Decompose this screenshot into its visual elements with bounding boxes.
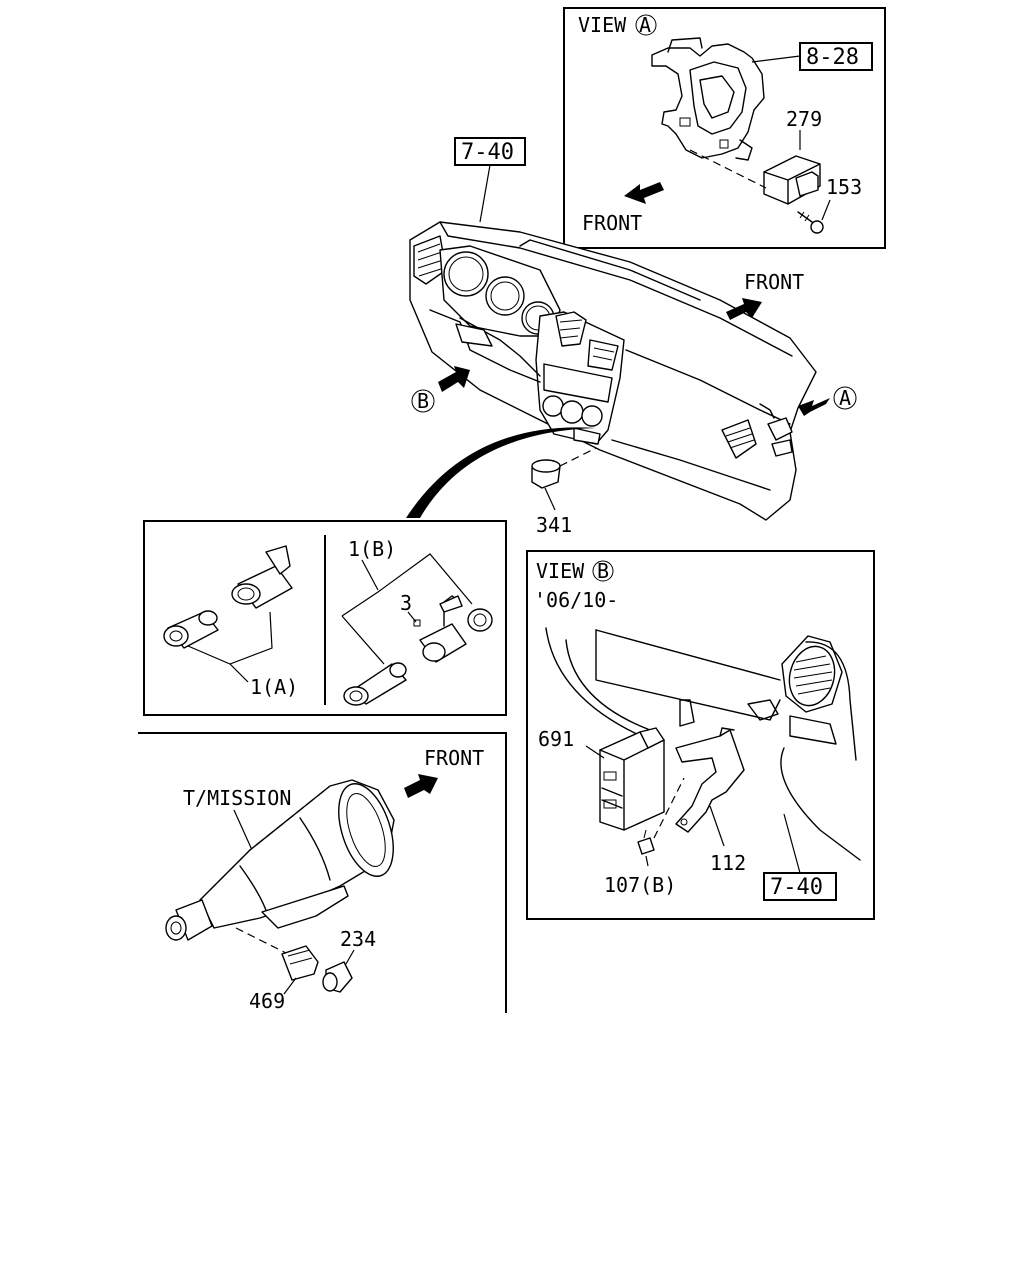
view-a-bracket [651,37,765,161]
part-691-module [599,727,665,831]
transmission-frame [138,732,507,1013]
transmission-front-arrow [404,774,438,798]
view-b-part-691: 691 [538,727,574,751]
transmission-panel: FRONT T/MISSION 469 234 [138,732,507,1013]
view-a-part-279: 279 [786,107,822,131]
lighter-1b-assembly [343,595,493,706]
main-marker-a-circle [833,386,857,410]
transmission-part-469: 469 [249,989,285,1013]
lighter-part-3: 3 [400,591,412,615]
transmission-label: T/MISSION [183,786,291,810]
lighter-1a-assembly [163,545,293,649]
view-b-part-112: 112 [710,851,746,875]
view-b-direction-arrow [438,366,470,392]
transmission-housing [165,779,395,959]
socket-341 [531,459,561,489]
part-469-bracket [281,945,319,981]
screw-153 [797,211,824,234]
view-b-marker-circle [592,560,614,582]
view-b-part-107b: 107(B) [604,873,676,897]
lighter-frame [143,520,507,716]
dashboard-main: 7-40 [406,137,857,537]
view-a-direction-arrow [798,398,830,416]
dashboard-ref: 7-40 [461,140,514,165]
callout-curve [406,427,596,518]
main-marker-b: B [417,389,429,413]
part-234-switch [322,961,353,993]
view-b-marker: B [597,559,609,583]
view-a-marker: A [639,13,651,37]
view-a-part-153: 153 [826,175,862,199]
lighter-part-1a: 1(A) [250,675,298,699]
view-a-marker-circle [635,14,657,36]
main-marker-b-circle [411,389,435,413]
view-b-dash-structure [545,627,861,861]
part-279-module [763,155,821,205]
transmission-part-234: 234 [340,927,376,951]
view-a-front-arrow [624,182,664,204]
view-b-date-note: '06/10- [534,588,618,612]
view-a-frame [563,7,886,249]
main-front-arrow [726,298,762,320]
main-marker-a: A [839,386,851,410]
view-a-front-label: FRONT [582,211,642,235]
view-b-frame [526,550,875,920]
view-b-ref-dashboard: 7-40 [770,875,823,900]
view-a-ref-bracket: 8-28 [806,45,859,70]
main-front-label: FRONT [744,270,804,294]
transmission-front-label: FRONT [424,746,484,770]
view-b-panel: VIEW B '06/10- 691 [526,550,875,920]
view-b-prefix: VIEW [536,559,585,583]
view-a-prefix: VIEW [578,13,627,37]
part-107b-clip [637,829,655,855]
lighter-part-1b: 1(B) [348,537,396,561]
lighter-panel: 1(A) 1(B) 3 [143,520,507,716]
view-a-panel: VIEW A 8-28 279 [563,7,886,249]
dashboard-illustration [409,221,817,521]
main-part-341: 341 [536,513,572,537]
part-112-bracket [675,727,745,833]
